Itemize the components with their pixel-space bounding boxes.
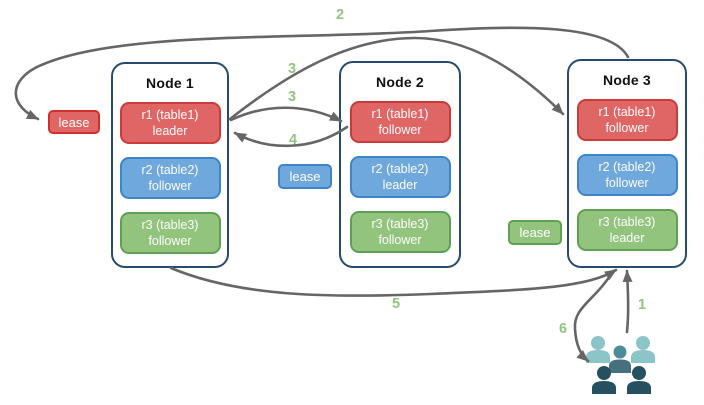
replica-role: leader [382, 178, 418, 192]
arrow-5-path [169, 266, 618, 297]
replica-role: follower [378, 123, 422, 137]
replica-label: r3 (table3) [141, 218, 199, 232]
node-3-box: Node 3 r1 (table1) follower r2 (table2) … [567, 59, 687, 268]
arrow-label-3-long: 3 [287, 61, 297, 77]
replica-label: r1 (table1) [371, 107, 429, 121]
node-2-replica-r1: r1 (table1) follower [349, 101, 451, 143]
replica-role: follower [378, 233, 422, 247]
replica-label: r3 (table3) [371, 217, 429, 231]
lease-badge-blue: lease [278, 164, 332, 189]
node-2-title: Node 2 [376, 74, 424, 90]
node-2-replica-r2: r2 (table2) leader [349, 156, 451, 198]
replica-label: r2 (table2) [598, 160, 656, 174]
lease-badge-green: lease [508, 220, 562, 245]
arrow-label-2: 2 [335, 7, 345, 23]
node-1-box: Node 1 r1 (table1) leader r2 (table2) fo… [111, 62, 229, 268]
arrow-label-4: 4 [288, 132, 298, 148]
replica-label: r3 (table3) [598, 215, 656, 229]
node-2-replica-r3: r3 (table3) follower [349, 211, 451, 253]
node-1-replica-r1: r1 (table1) leader [119, 102, 221, 144]
arrow-1-path [622, 269, 633, 334]
replica-label: r1 (table1) [598, 105, 656, 119]
arrow-label-3-short: 3 [287, 89, 297, 105]
node-3-title: Node 3 [603, 72, 651, 88]
arrow-label-5: 5 [391, 296, 401, 312]
replica-role: leader [609, 231, 645, 245]
lease-badge-red: lease [48, 110, 100, 134]
replica-label: r2 (table2) [141, 163, 199, 177]
replica-role: follower [605, 176, 649, 190]
replica-role: follower [605, 121, 649, 135]
users-group-icon [586, 336, 655, 394]
arrow-label-6: 6 [558, 321, 568, 337]
replica-role: follower [148, 179, 192, 193]
replica-role: follower [148, 234, 192, 248]
node-3-replica-r2: r2 (table2) follower [576, 154, 678, 196]
replica-role: leader [152, 124, 188, 138]
replica-label: r1 (table1) [141, 108, 199, 122]
arrow-2-path [14, 26, 630, 121]
node-1-replica-r3: r3 (table3) follower [119, 212, 221, 254]
replica-label: r2 (table2) [371, 162, 429, 176]
node-3-replica-r3: r3 (table3) leader [576, 209, 678, 251]
node-1-replica-r2: r2 (table2) follower [119, 157, 221, 199]
arrow-label-1: 1 [637, 297, 647, 313]
node-1-title: Node 1 [146, 75, 194, 91]
node-3-replica-r1: r1 (table1) follower [576, 99, 678, 141]
node-2-box: Node 2 r1 (table1) follower r2 (table2) … [339, 61, 461, 268]
arrow-3-short-path [229, 106, 343, 123]
